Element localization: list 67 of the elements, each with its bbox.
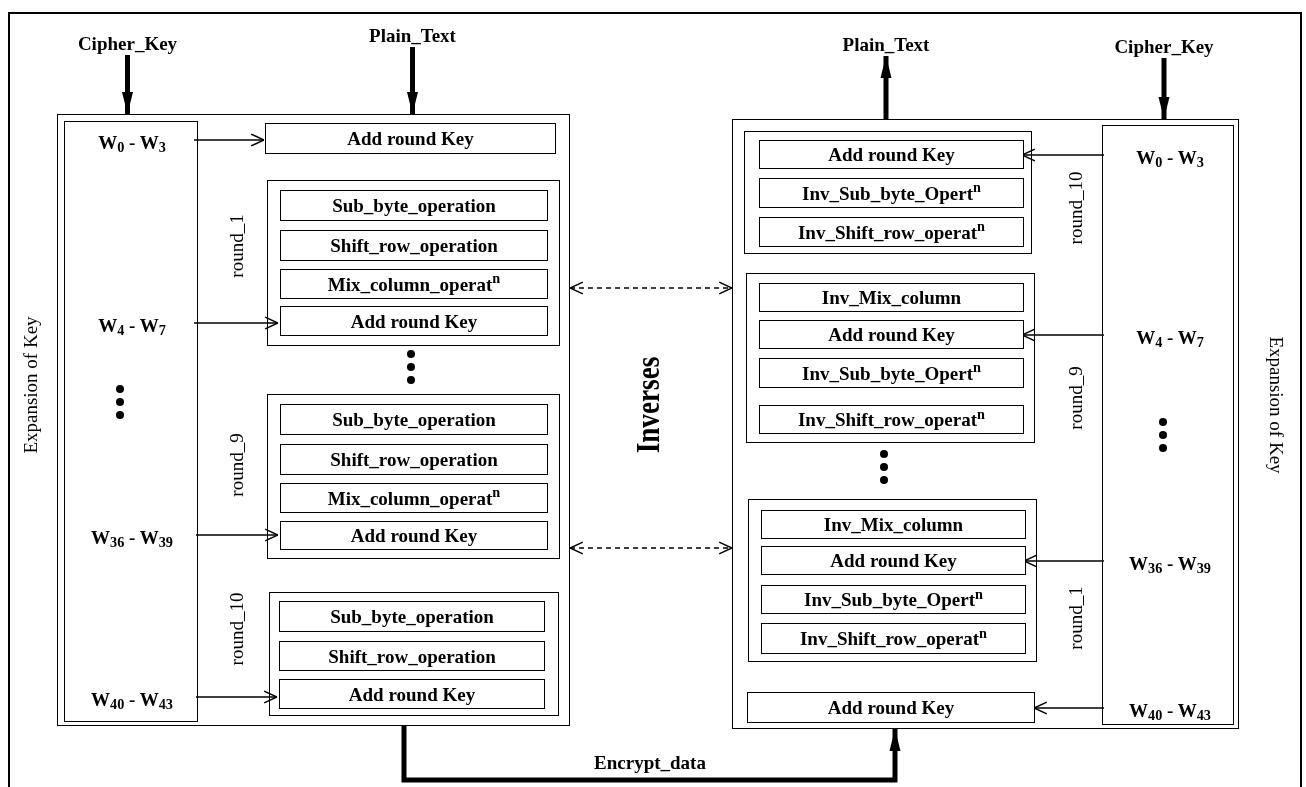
arrow (1158, 58, 1170, 119)
operation-box: Shift_row_operation (280, 444, 548, 475)
key-word-label: W$_{36}$ - W$_{39}$ (66, 524, 198, 550)
operation-box: Add round Key (280, 306, 548, 336)
operation-box: Inv_Sub_byte_Opert$^{n}$ (759, 358, 1024, 388)
key-column (64, 121, 198, 722)
arrow (407, 47, 418, 114)
operation-box: Add round Key (761, 546, 1026, 575)
operation-box: Shift_row_operation (279, 641, 545, 671)
operation-box: Add round Key (280, 521, 548, 550)
round-group-box (267, 180, 560, 346)
round-group-box (744, 131, 1032, 254)
column-label: Expansion of Key (1266, 336, 1286, 474)
decipher-block (732, 119, 1239, 729)
operation-box: Inv_Mix_column (761, 510, 1026, 539)
column-label: Expansion of Key (20, 316, 40, 454)
round-group-box (267, 394, 560, 559)
key-word-label: W$_{36}$ - W$_{39}$ (1106, 550, 1234, 576)
section-label: Inverses (631, 356, 665, 454)
operation-box: Add round Key (759, 320, 1024, 349)
key-word-label: W$_{0}$ - W$_{3}$ (68, 129, 196, 155)
arrow (195, 690, 278, 704)
round-label: round_9 (1065, 366, 1085, 430)
operation-box: Inv_Shift_row_operat$^{n}$ (761, 623, 1026, 654)
operation-box: Add round Key (747, 692, 1035, 723)
arrow (193, 316, 279, 330)
cipher-block (57, 114, 570, 726)
arrow (880, 56, 892, 119)
arrow (1033, 701, 1105, 715)
key-word-label: W$_{0}$ - W$_{3}$ (1106, 144, 1234, 170)
key-word-label: W$_{4}$ - W$_{7}$ (1106, 324, 1234, 350)
round-group-box (748, 499, 1037, 662)
round-label: round_1 (1065, 586, 1085, 650)
operation-box: Mix_column_operat$^{n}$ (280, 483, 548, 513)
round-label: round_9 (226, 433, 246, 497)
operation-box: Sub_byte_operation (279, 601, 545, 632)
operation-box: Mix_column_operat$^{n}$ (280, 269, 548, 299)
operation-box: Inv_Shift_row_operat$^{n}$ (759, 217, 1024, 247)
operation-box: Sub_byte_operation (280, 404, 548, 435)
arrow (122, 55, 133, 114)
round-group-box (269, 592, 559, 716)
operation-box: Inv_Sub_byte_Opert$^{n}$ (761, 585, 1026, 614)
input-label: Cipher_Key (1104, 34, 1224, 58)
key-word-label: W$_{4}$ - W$_{7}$ (68, 312, 196, 338)
operation-box: Add round Key (759, 140, 1024, 169)
operation-box: Add round Key (279, 679, 545, 709)
arrow (193, 133, 265, 147)
key-word-label: W$_{40}$ - W$_{43}$ (66, 686, 198, 712)
round-label: round_1 (226, 214, 246, 278)
operation-box: Sub_byte_operation (280, 190, 548, 221)
operation-box: Inv_Shift_row_operat$^{n}$ (759, 405, 1024, 434)
round-group-box (746, 273, 1035, 443)
operation-box: Add round Key (265, 123, 556, 154)
round-label: round_10 (1065, 171, 1085, 245)
dashed-arrow (569, 281, 733, 295)
round-label: round_10 (226, 592, 246, 666)
key-word-label: W$_{40}$ - W$_{43}$ (1106, 697, 1234, 723)
key-column (1102, 125, 1234, 725)
operation-box: Shift_row_operation (280, 230, 548, 261)
arrow (195, 528, 279, 542)
dashed-arrow (569, 541, 733, 555)
input-label: Plain_Text (355, 23, 470, 47)
operation-box: Inv_Mix_column (759, 283, 1024, 312)
arrow (401, 726, 901, 783)
output-label: Plain_Text (826, 32, 946, 56)
operation-box: Inv_Sub_byte_Opert$^{n}$ (759, 178, 1024, 208)
input-label: Cipher_Key (70, 31, 185, 55)
